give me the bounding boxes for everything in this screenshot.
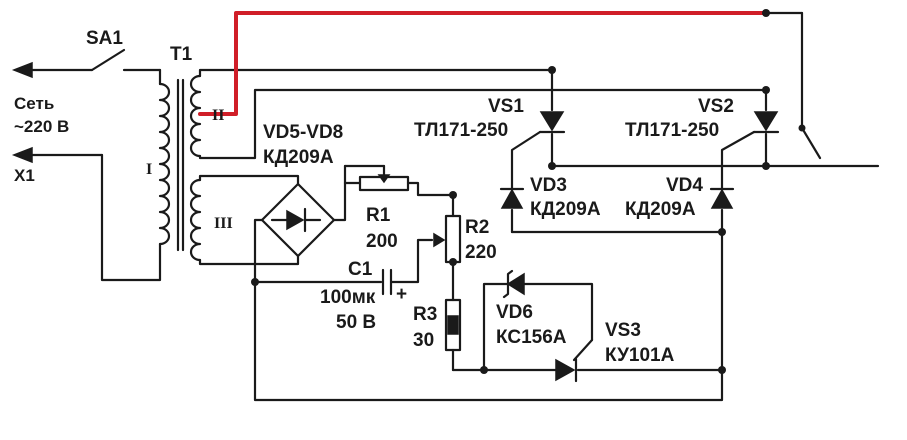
resistor-r3 — [444, 298, 462, 352]
label-x1: X1 — [14, 166, 35, 185]
wire-bridge-plus — [332, 181, 347, 222]
winding-ii — [189, 68, 768, 160]
resistor-r2 — [433, 214, 462, 264]
label-vd3: VD3 — [530, 175, 567, 196]
label-winding-i: I — [146, 161, 152, 178]
thyristor-vs1-icon — [539, 111, 565, 132]
label-vs2: VS2 — [698, 96, 734, 117]
wire-top-bus — [198, 68, 554, 78]
primary-winding — [158, 82, 171, 246]
arrow-left-icon — [11, 146, 33, 164]
label-winding-iii: III — [214, 215, 233, 232]
diode-vd3 — [499, 187, 525, 209]
label-vd6-type: КС156А — [496, 327, 567, 348]
label-c1-voltage: 50 В — [336, 312, 376, 333]
label-vd4-type: КД209А — [625, 199, 696, 220]
switch-sa1-blade — [90, 48, 126, 72]
vs2-gate-wire — [720, 130, 756, 190]
vs3-gate-lead — [572, 338, 594, 362]
label-r2: R2 — [465, 217, 489, 238]
wire-winding-ii-end — [198, 88, 768, 160]
zener-bar — [502, 269, 514, 299]
label-vs3-type: КУ101А — [605, 345, 675, 366]
switch-pivot — [798, 124, 806, 132]
label-r3-value: 30 — [413, 330, 434, 351]
junction-dot — [718, 366, 726, 374]
thyristor-vs1 — [538, 111, 566, 134]
switch-blade — [800, 126, 822, 160]
junction-dot — [762, 9, 770, 17]
control-wiring — [253, 164, 724, 402]
label-r1-value: 200 — [366, 231, 398, 252]
label-r2-value: 220 — [465, 242, 497, 263]
label-t1: T1 — [170, 44, 193, 65]
label-vd5-vd8: VD5-VD8 — [263, 122, 343, 143]
wire-bottom-bus — [253, 218, 724, 402]
r3-body — [444, 298, 462, 352]
wire-vd6-left — [482, 282, 510, 372]
label-mains-line1: Сеть — [14, 94, 54, 113]
winding-ii-coil — [189, 74, 202, 158]
junction-dot — [480, 366, 488, 374]
primary-lead-bottom — [100, 153, 162, 282]
wire-r1-right — [406, 181, 455, 218]
vs1-gate-wire — [510, 130, 542, 190]
output-switch — [764, 11, 822, 160]
highlighted-wire — [198, 11, 768, 116]
wire-r2-wiper — [390, 238, 434, 284]
junction-dot — [718, 228, 726, 236]
label-c1-plus: + — [396, 284, 407, 305]
diode-vd4-icon — [710, 188, 734, 209]
r2-wiper-arrow-icon — [433, 232, 446, 248]
bridge-diode-icon — [286, 209, 305, 231]
junction-dots — [251, 9, 770, 374]
label-r1: R1 — [366, 205, 391, 226]
winding-iii — [189, 174, 300, 266]
junction-dot — [548, 66, 556, 74]
zener-diode-icon — [506, 272, 525, 296]
r2-body — [444, 214, 462, 264]
label-mains-line2: ~220 В — [14, 117, 69, 136]
bridge-outline — [260, 182, 336, 258]
label-r3: R3 — [413, 304, 437, 325]
label-sa1: SA1 — [86, 28, 123, 49]
junction-dot — [449, 258, 457, 266]
label-vd3-type: КД209А — [530, 199, 601, 220]
text-labels: SA1 T1 Сеть ~220 В X1 I II III VD5-VD8 К… — [14, 28, 734, 366]
thyristor-vs3 — [555, 357, 578, 383]
label-vs1-type: ТЛ171-250 — [414, 120, 508, 141]
zener-vd6 — [502, 269, 525, 299]
wire-winding-iii-top — [198, 174, 300, 186]
diode-bridge-vd5-vd8 — [260, 182, 336, 258]
thyristor-vs3-icon — [555, 358, 576, 382]
label-vd6: VD6 — [496, 302, 533, 323]
mains-input — [11, 48, 185, 282]
label-vs2-type: ТЛ171-250 — [625, 120, 719, 141]
winding-iii-coil — [189, 178, 202, 262]
wire-winding-iii-bottom — [198, 254, 300, 266]
label-vs1: VS1 — [488, 96, 524, 117]
wire-vd6-right — [522, 282, 594, 342]
resistor-r1 — [358, 174, 410, 192]
diode-vd4 — [709, 187, 735, 209]
diode-vd3-icon — [500, 188, 524, 209]
label-vd5-vd8-type: КД209А — [263, 147, 334, 168]
r3-fill — [447, 315, 459, 335]
junction-dot — [251, 278, 259, 286]
thyristor-vs2-icon — [753, 111, 779, 132]
label-c1: C1 — [348, 259, 373, 280]
junction-dot — [762, 162, 770, 170]
label-vd4: VD4 — [666, 175, 703, 196]
junction-dot — [449, 191, 457, 199]
r1-wiper-arrow-icon — [377, 174, 391, 184]
junction-dot — [548, 162, 556, 170]
arrow-left-icon — [11, 61, 33, 79]
label-vs3: VS3 — [605, 320, 641, 341]
junction-dot — [762, 86, 770, 94]
thyristor-vs2 — [752, 111, 780, 134]
label-winding-ii: II — [212, 107, 224, 124]
label-c1-value: 100мк — [320, 287, 376, 308]
power-section — [510, 68, 880, 234]
